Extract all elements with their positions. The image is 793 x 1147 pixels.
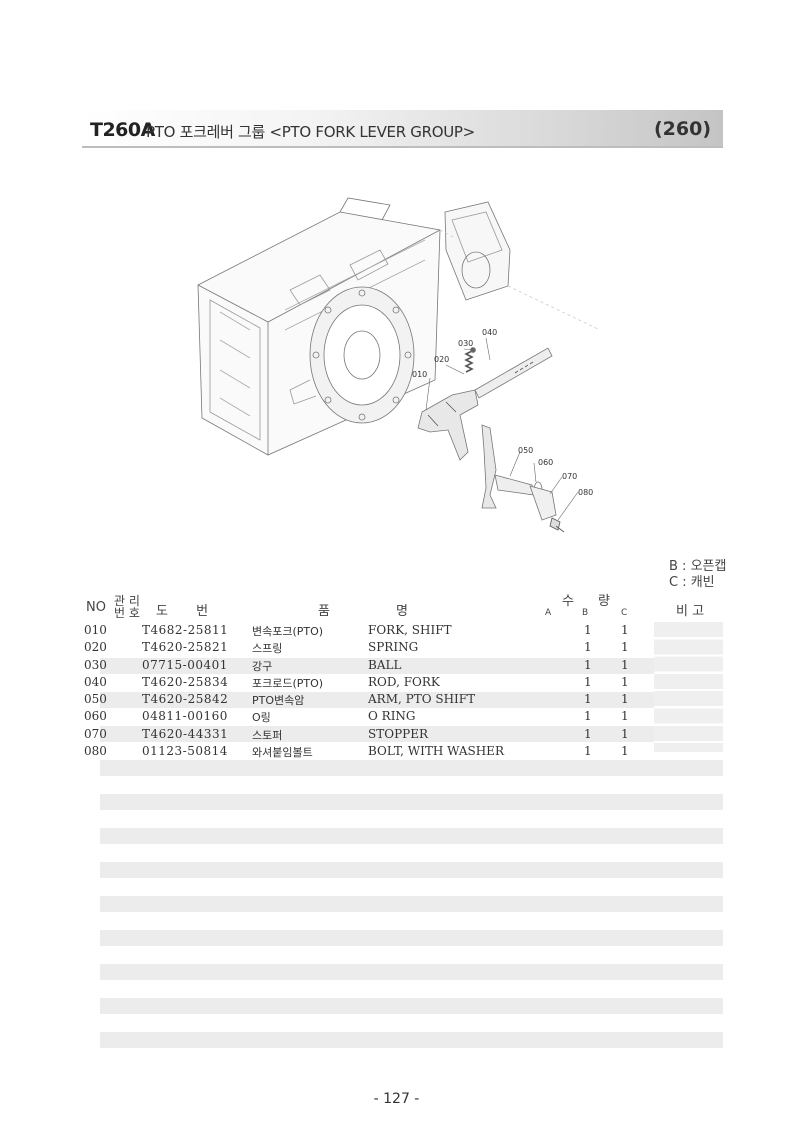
page-number: - 127 - bbox=[373, 1091, 420, 1107]
table-row: 030 07715-00401 강구 BALL 1 1 bbox=[80, 657, 723, 674]
row-name-kr: 강구 bbox=[252, 659, 273, 673]
table-row: 040 T4620-25834 포크로드(PTO) ROD, FORK 1 1 bbox=[80, 674, 723, 691]
row-no: 050 bbox=[84, 692, 107, 707]
header-qty-b: B bbox=[582, 608, 589, 618]
remarks-column bbox=[654, 622, 723, 752]
header-name-2: 명 bbox=[396, 604, 408, 619]
header-qty-a: A bbox=[545, 608, 552, 618]
row-name-en: BOLT, WITH WASHER bbox=[368, 744, 504, 759]
header-drawing-no: 도 번 bbox=[156, 604, 209, 619]
header-mgmt-line1: 관 리 bbox=[114, 594, 140, 608]
row-name-kr: PTO변속암 bbox=[252, 694, 305, 708]
row-no: 040 bbox=[84, 674, 107, 689]
row-part-no: 07715-00401 bbox=[142, 657, 228, 672]
group-title: PTO 포크레버 그룹 <PTO FORK LEVER GROUP> bbox=[146, 123, 475, 141]
row-part-no: 01123-50814 bbox=[142, 744, 228, 759]
callout-040: 040 bbox=[482, 328, 497, 337]
callout-050: 050 bbox=[518, 446, 533, 455]
row-no: 010 bbox=[84, 623, 107, 637]
header-qty-2: 량 bbox=[598, 594, 610, 609]
page-header: T260A PTO 포크레버 그룹 <PTO FORK LEVER GROUP>… bbox=[82, 110, 723, 148]
callout-010: 010 bbox=[412, 370, 427, 379]
row-name-kr: 와셔붙임볼트 bbox=[252, 746, 313, 760]
exploded-parts-diagram: 010 020 030 040 050 060 070 080 bbox=[197, 197, 601, 533]
group-page-ref: (260) bbox=[653, 118, 711, 140]
table-row: 060 04811-00160 O링 O RING 1 1 bbox=[80, 708, 723, 725]
row-qty-b: 1 bbox=[584, 692, 592, 707]
callout-030: 030 bbox=[458, 339, 473, 348]
table-row: 020 T4620-25821 스프링 SPRING 1 1 bbox=[80, 639, 723, 656]
row-qty-b: 1 bbox=[584, 744, 592, 759]
legend-c: C : 캐빈 bbox=[669, 575, 715, 590]
header-remarks: 비 고 bbox=[676, 604, 705, 619]
table-row: 070 T4620-44331 스토퍼 STOPPER 1 1 bbox=[80, 726, 723, 743]
row-qty-c: 1 bbox=[621, 657, 629, 672]
table-row: 050 T4620-25842 PTO변속암 ARM, PTO SHIFT 1 … bbox=[80, 691, 723, 708]
row-part-no: T4620-44331 bbox=[142, 726, 229, 741]
row-name-en: FORK, SHIFT bbox=[368, 623, 452, 637]
row-stripes bbox=[100, 640, 723, 1050]
table-row: 080 01123-50814 와셔붙임볼트 BOLT, WITH WASHER… bbox=[80, 743, 723, 760]
header-mgmt-line2: 번 호 bbox=[114, 606, 140, 620]
row-qty-c: 1 bbox=[621, 726, 629, 741]
row-name-en: ROD, FORK bbox=[368, 674, 440, 689]
row-qty-c: 1 bbox=[621, 692, 629, 707]
row-part-no: T4682-25811 bbox=[142, 623, 229, 637]
row-part-no: T4620-25821 bbox=[142, 640, 229, 655]
row-name-en: ARM, PTO SHIFT bbox=[368, 692, 476, 707]
group-code: T260A bbox=[90, 119, 155, 141]
callout-020: 020 bbox=[434, 355, 449, 364]
row-name-kr: 스토퍼 bbox=[252, 728, 283, 742]
callout-070: 070 bbox=[562, 472, 577, 481]
row-qty-b: 1 bbox=[584, 623, 592, 637]
row-qty-c: 1 bbox=[621, 640, 629, 655]
row-qty-b: 1 bbox=[584, 640, 592, 655]
row-no: 070 bbox=[84, 726, 107, 741]
row-no: 080 bbox=[84, 744, 107, 759]
row-name-en: STOPPER bbox=[368, 726, 429, 741]
header-qty-1: 수 bbox=[562, 594, 574, 609]
row-qty-b: 1 bbox=[584, 657, 592, 672]
header-qty-c: C bbox=[621, 608, 628, 618]
row-qty-b: 1 bbox=[584, 674, 592, 689]
row-qty-b: 1 bbox=[584, 709, 592, 724]
row-name-en: O RING bbox=[368, 709, 416, 724]
row-qty-b: 1 bbox=[584, 726, 592, 741]
row-qty-c: 1 bbox=[621, 744, 629, 759]
parts-table: 010 T4682-25811 변속포크(PTO) FORK, SHIFT 1 … bbox=[80, 622, 723, 760]
row-part-no: T4620-25834 bbox=[142, 674, 229, 689]
callout-060: 060 bbox=[538, 458, 553, 467]
row-qty-c: 1 bbox=[621, 709, 629, 724]
row-qty-c: 1 bbox=[621, 674, 629, 689]
header-no: NO bbox=[86, 600, 106, 615]
row-name-en: SPRING bbox=[368, 640, 419, 655]
row-name-kr: 스프링 bbox=[252, 642, 283, 656]
header-name-1: 품 bbox=[318, 604, 330, 619]
legend-b: B : 오픈캡 bbox=[669, 559, 727, 574]
row-name-kr: 변속포크(PTO) bbox=[252, 625, 324, 638]
row-name-kr: 포크로드(PTO) bbox=[252, 676, 324, 690]
row-qty-c: 1 bbox=[621, 623, 629, 637]
row-no: 060 bbox=[84, 709, 107, 724]
table-row: 010 T4682-25811 변속포크(PTO) FORK, SHIFT 1 … bbox=[80, 622, 723, 639]
callout-080: 080 bbox=[578, 488, 593, 497]
row-part-no: T4620-25842 bbox=[142, 692, 229, 707]
row-name-kr: O링 bbox=[252, 711, 271, 725]
row-part-no: 04811-00160 bbox=[142, 709, 228, 724]
row-no: 020 bbox=[84, 640, 107, 655]
row-no: 030 bbox=[84, 657, 107, 672]
row-name-en: BALL bbox=[368, 657, 402, 672]
